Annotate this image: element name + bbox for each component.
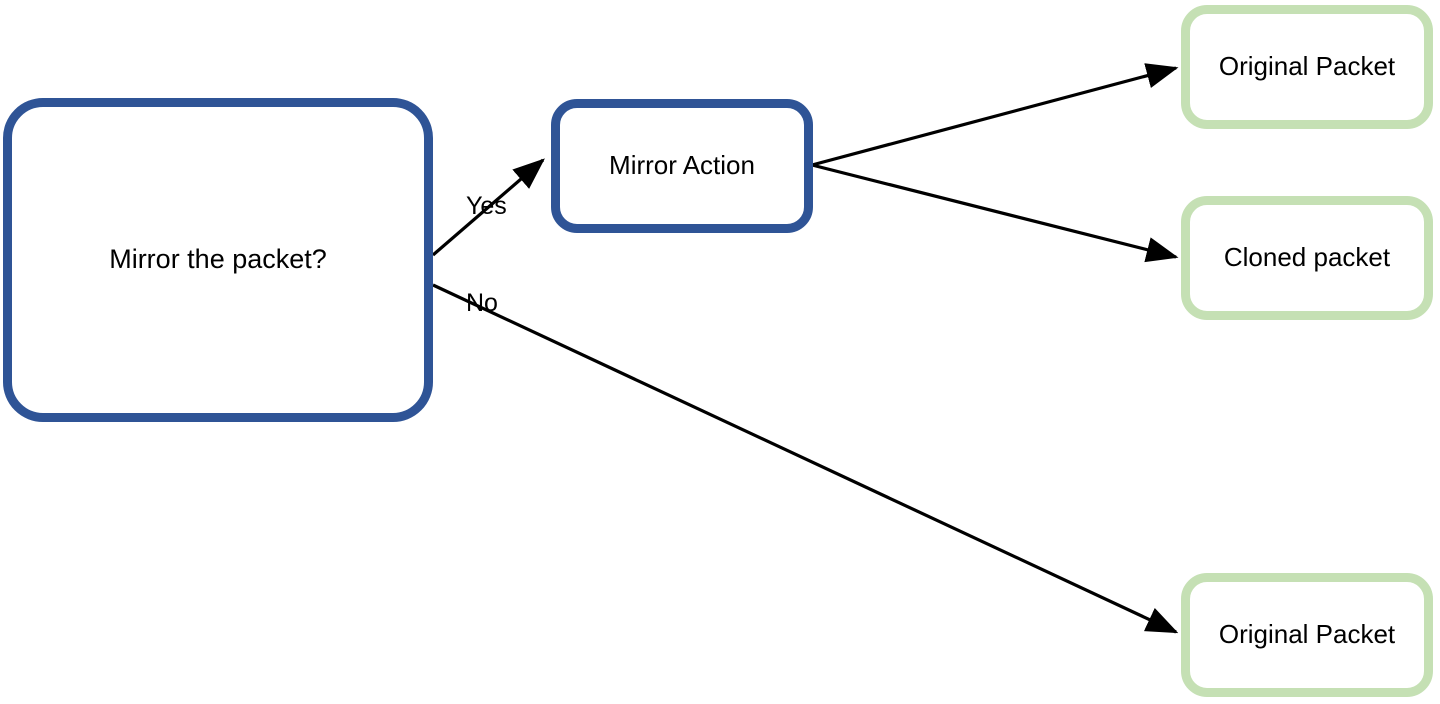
- edge-label-yes: Yes: [466, 192, 507, 220]
- node-original-packet-top[interactable]: Original Packet: [1181, 5, 1433, 129]
- node-mirror-the-packet-decision[interactable]: Mirror the packet?: [3, 98, 433, 422]
- node-cloned-packet-label: Cloned packet: [1223, 242, 1391, 273]
- node-action-label: Mirror Action: [609, 150, 755, 181]
- edge-no-line: [432, 283, 1179, 634]
- node-decision-label: Mirror the packet?: [109, 244, 327, 275]
- node-original-packet-bottom[interactable]: Original Packet: [1181, 573, 1433, 697]
- edge-action-to-cloned-line: [811, 163, 1179, 263]
- node-original-packet-bottom-label: Original Packet: [1218, 619, 1396, 650]
- node-original-packet-top-label: Original Packet: [1218, 51, 1396, 82]
- edge-label-no: No: [466, 289, 498, 317]
- node-cloned-packet[interactable]: Cloned packet: [1181, 196, 1433, 320]
- edge-action-to-original-line: [811, 63, 1179, 167]
- node-mirror-action[interactable]: Mirror Action: [551, 99, 813, 233]
